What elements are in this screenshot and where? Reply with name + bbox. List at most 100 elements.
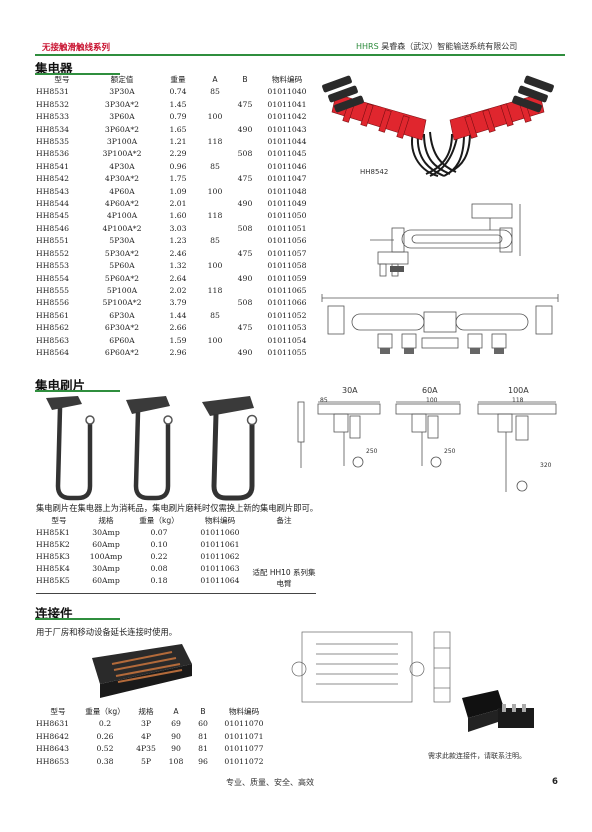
collector-row-cell: 3P30A <box>109 87 135 97</box>
brand-name: HHRS <box>356 42 379 51</box>
collector-row-cell: HH8536 <box>36 149 69 159</box>
collector-row-cell: 2.96 <box>169 347 187 357</box>
collector-row-cell: HH8551 <box>36 236 69 246</box>
collector-row-cell <box>200 124 230 136</box>
connector-photo <box>92 644 192 698</box>
brush-amp-label-60: 60A <box>422 386 438 395</box>
collector-row-cell: 6P30A <box>109 310 135 320</box>
brush-row-cell <box>252 551 316 563</box>
brush-row-cell: 30Amp <box>92 528 120 538</box>
brush-row-cell: 0.22 <box>150 552 168 561</box>
collector-row-cell <box>200 322 230 334</box>
collector-row-cell <box>200 248 230 260</box>
brush-title-underline <box>35 390 120 392</box>
footer-slogan: 专业、质量、安全、高效 <box>226 778 314 787</box>
collector-row-cell: 475 <box>237 174 253 184</box>
collector-row-cell <box>230 186 260 198</box>
connector-row-cell: 60 <box>198 719 208 729</box>
brush-dim-85: 85 <box>320 397 328 404</box>
collector-row-cell: 1.60 <box>169 211 187 221</box>
brush-row-cell: 100Amp <box>89 552 123 561</box>
collector-photo-caption: HH8542 <box>360 168 389 176</box>
collector-row-cell: HH8546 <box>36 223 69 233</box>
collector-title-underline <box>35 73 120 75</box>
col-header-model: 型号 <box>54 75 70 84</box>
collector-row-cell: 1.32 <box>169 261 187 271</box>
brush-row-cell <box>252 527 316 539</box>
col-header-weight: 重量（kg） <box>139 516 179 525</box>
collector-row-cell: 508 <box>237 223 253 233</box>
collector-row-cell: HH8562 <box>36 323 69 333</box>
collector-row-cell: 01011040 <box>267 87 307 97</box>
col-header-spec: 规格 <box>98 516 114 525</box>
collector-row-cell <box>200 297 230 309</box>
collector-row-cell: 490 <box>237 347 253 357</box>
connector-row-cell: 01011071 <box>224 731 264 741</box>
collector-row-cell <box>230 136 260 148</box>
brush-section-title: 集电刷片 <box>35 378 86 393</box>
collector-row-cell: 01011050 <box>267 211 307 221</box>
brush-row-cell: HH85K3 <box>36 552 70 561</box>
connector-section-title: 连接件 <box>35 606 73 621</box>
collector-row-cell <box>230 310 260 322</box>
collector-row-cell <box>200 173 230 185</box>
brush-row-cell: 01011062 <box>200 552 240 561</box>
connector-row-cell: 90 <box>171 731 181 741</box>
connector-row-cell: 81 <box>198 731 208 741</box>
col-header-weight: 重量 <box>170 75 186 84</box>
collector-row-cell: 2.02 <box>169 285 187 295</box>
brush-row-cell: 01011063 <box>200 563 240 573</box>
col-header-model: 型号 <box>50 707 66 716</box>
collector-row-cell: 1.21 <box>169 137 187 147</box>
collector-row-cell <box>230 235 260 247</box>
connector-row-cell: 01011072 <box>224 756 264 766</box>
connector-top-drawing <box>291 631 451 703</box>
collector-row-cell: 1.65 <box>169 124 187 134</box>
collector-row-cell: 5P30A <box>109 236 135 246</box>
collector-row-cell: 2.29 <box>169 149 187 159</box>
brush-row-cell: HH85K4 <box>36 563 70 573</box>
collector-row-cell: HH8554 <box>36 273 69 283</box>
company-name: 昊睿森（武汉）智能输送系统有限公司 <box>378 42 518 51</box>
collector-row-cell: 2.66 <box>169 323 187 333</box>
collector-side-drawing <box>370 203 521 277</box>
collector-row-cell: 0.96 <box>169 161 187 171</box>
brush-row-cell: 01011061 <box>200 540 240 550</box>
collector-row-cell: 6P60A <box>109 335 135 345</box>
collector-row-cell: 3P60A <box>109 112 135 122</box>
brush-photo-30a <box>46 396 95 501</box>
collector-row-cell: 490 <box>237 124 253 134</box>
collector-row-cell: 3P30A*2 <box>104 99 140 109</box>
collector-row-cell: HH8555 <box>36 285 69 295</box>
collector-row-cell: 01011041 <box>267 99 307 109</box>
collector-row-cell <box>230 86 260 98</box>
brush-note: 集电刷片在集电器上为消耗品，集电刷片磨耗时仅需换上新的集电刷片即可。 <box>36 503 319 513</box>
connector-row-cell: HH8631 <box>36 719 69 729</box>
collector-row-cell: 01011065 <box>267 285 307 295</box>
col-header-model: 型号 <box>51 516 67 525</box>
collector-row-cell: 5P100A*2 <box>102 298 142 308</box>
col-header-code: 物料编码 <box>271 75 303 84</box>
page-number: 6 <box>552 777 558 787</box>
collector-row-cell: 6P30A*2 <box>104 323 140 333</box>
brush-photo-100a <box>202 396 258 501</box>
collector-row-cell: 490 <box>237 199 253 209</box>
connector-table-header: 型号 重量（kg） 规格 A B 物料编码 <box>36 706 272 718</box>
collector-row-cell: 6P60A*2 <box>104 347 140 357</box>
collector-row-cell: 475 <box>237 323 253 333</box>
connector-block-photo <box>462 690 534 732</box>
collector-row-cell: 01011056 <box>267 236 307 246</box>
